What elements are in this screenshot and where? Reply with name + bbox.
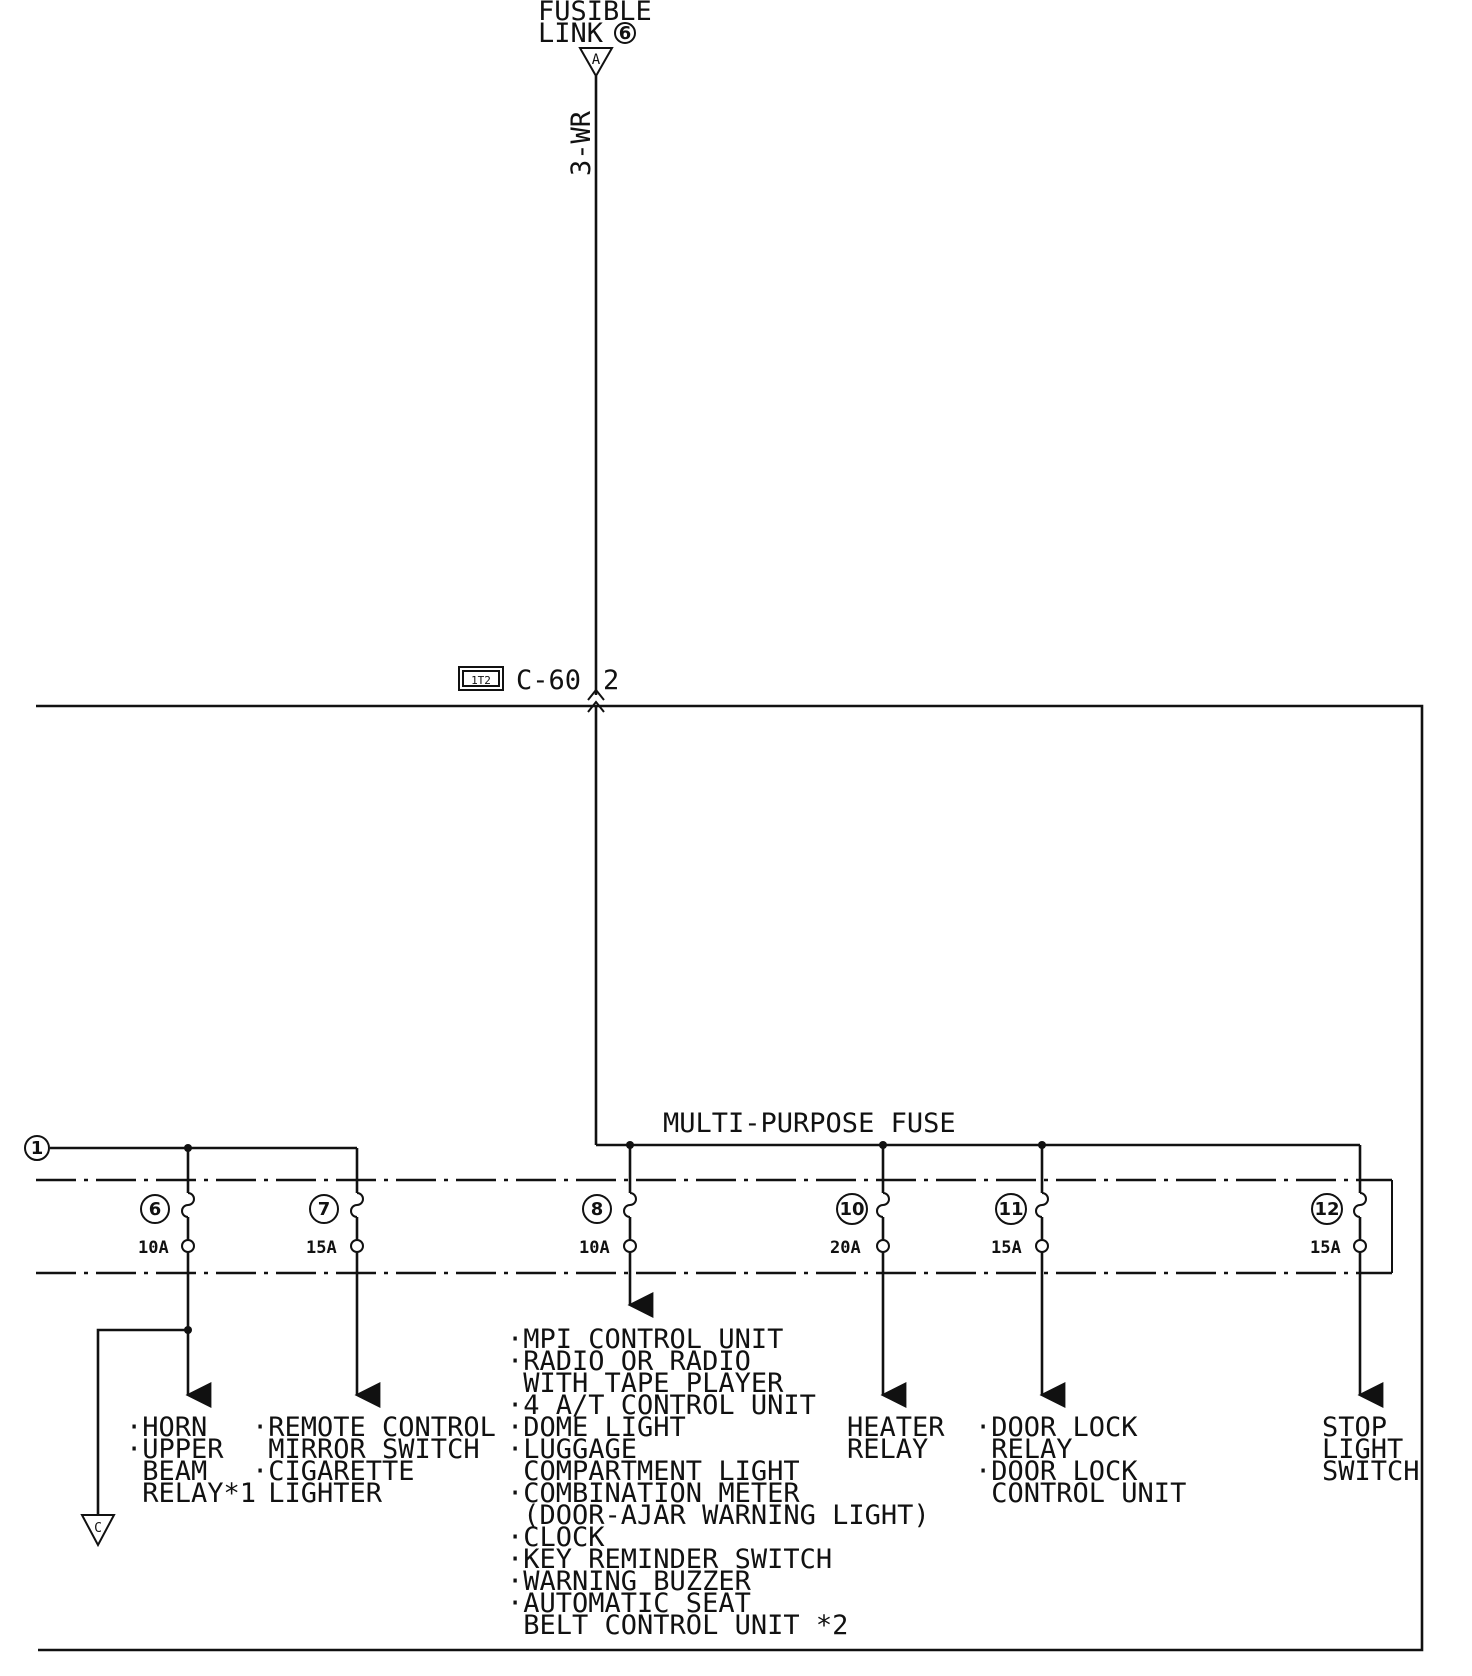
svg-text:1T2: 1T2 bbox=[471, 674, 491, 687]
svg-text:STOP: STOP bbox=[1322, 1412, 1387, 1443]
svg-text:CONTROL UNIT: CONTROL UNIT bbox=[975, 1478, 1186, 1509]
connector-icon: 1T2 bbox=[458, 666, 504, 691]
svg-text:MIRROR SWITCH: MIRROR SWITCH bbox=[252, 1434, 480, 1465]
svg-text:C: C bbox=[94, 1521, 102, 1536]
wire-code-label: 3-WR bbox=[566, 110, 597, 176]
svg-text:RELAY: RELAY bbox=[975, 1434, 1073, 1465]
svg-text:RELAY*1: RELAY*1 bbox=[126, 1478, 256, 1509]
svg-text:·AUTOMATIC SEAT: ·AUTOMATIC SEAT bbox=[507, 1588, 751, 1619]
svg-text:10A: 10A bbox=[138, 1238, 169, 1258]
fusible-link-label-2: LINK bbox=[538, 18, 604, 49]
svg-text:·DOME LIGHT: ·DOME LIGHT bbox=[507, 1412, 686, 1443]
svg-text:COMPARTMENT LIGHT: COMPARTMENT LIGHT bbox=[507, 1456, 800, 1487]
svg-text:·COMBINATION METER: ·COMBINATION METER bbox=[507, 1478, 800, 1509]
fuse-6: 6 10A bbox=[138, 1148, 212, 1408]
fuse-7: 7 15A bbox=[306, 1148, 381, 1408]
svg-text:20A: 20A bbox=[830, 1238, 861, 1258]
svg-text:BELT CONTROL UNIT *2: BELT CONTROL UNIT *2 bbox=[507, 1610, 848, 1641]
svg-text:6: 6 bbox=[149, 1199, 162, 1220]
svg-text:11: 11 bbox=[998, 1199, 1023, 1220]
svg-text:·MPI CONTROL UNIT: ·MPI CONTROL UNIT bbox=[507, 1324, 783, 1355]
connector-pin: 2 bbox=[603, 665, 619, 696]
svg-text:LIGHT: LIGHT bbox=[1322, 1434, 1403, 1465]
svg-text:(DOOR-AJAR WARNING LIGHT): (DOOR-AJAR WARNING LIGHT) bbox=[507, 1500, 930, 1531]
fuse-12: 12 15A bbox=[1310, 1145, 1384, 1408]
svg-text:·HORN: ·HORN bbox=[126, 1412, 207, 1443]
svg-text:15A: 15A bbox=[1310, 1238, 1341, 1258]
fuse-11: 11 15A bbox=[991, 1145, 1066, 1408]
svg-text:·LUGGAGE: ·LUGGAGE bbox=[507, 1434, 637, 1465]
svg-text:LIGHTER: LIGHTER bbox=[252, 1478, 383, 1509]
svg-text:10A: 10A bbox=[579, 1238, 610, 1258]
svg-text:12: 12 bbox=[1314, 1199, 1339, 1220]
svg-text:SWITCH: SWITCH bbox=[1322, 1456, 1420, 1487]
svg-text:BEAM: BEAM bbox=[126, 1456, 207, 1487]
svg-text:HEATER: HEATER bbox=[847, 1412, 945, 1443]
fusible-link-number-badge: 6 bbox=[614, 22, 636, 44]
ground-branch-wire bbox=[96, 1328, 188, 1515]
svg-text:·CLOCK: ·CLOCK bbox=[507, 1522, 605, 1553]
fusible-link-label-1: FUSIBLE bbox=[538, 0, 652, 27]
svg-text:·DOOR LOCK: ·DOOR LOCK bbox=[975, 1412, 1138, 1443]
loads-fuse-8: ·MPI CONTROL UNIT ·RADIO OR RADIO WITH T… bbox=[507, 1324, 930, 1641]
svg-text:·4 A/T CONTROL UNIT: ·4 A/T CONTROL UNIT bbox=[507, 1390, 816, 1421]
svg-text:RELAY: RELAY bbox=[847, 1434, 928, 1465]
loads-fuse-10: HEATER RELAY bbox=[847, 1412, 945, 1465]
svg-text:WITH TAPE PLAYER: WITH TAPE PLAYER bbox=[507, 1368, 784, 1399]
svg-text:6: 6 bbox=[619, 23, 632, 44]
ref-1-badge: 1 bbox=[24, 1135, 50, 1161]
outer-loop-wire bbox=[36, 704, 1424, 1652]
svg-text:1: 1 bbox=[31, 1138, 44, 1159]
connector-mark bbox=[587, 688, 605, 713]
svg-text:·WARNING BUZZER: ·WARNING BUZZER bbox=[507, 1566, 752, 1597]
fuse-8: 8 10A bbox=[579, 1145, 654, 1318]
ground-c-triangle: C bbox=[80, 1514, 116, 1548]
svg-text:7: 7 bbox=[318, 1199, 331, 1220]
svg-text:A: A bbox=[592, 52, 601, 68]
connector-a-triangle: A bbox=[578, 47, 614, 79]
svg-text:8: 8 bbox=[591, 1199, 604, 1220]
loads-fuse-6: ·HORN ·UPPER BEAM RELAY*1 bbox=[126, 1412, 256, 1509]
loads-fuse-11: ·DOOR LOCK RELAY ·DOOR LOCK CONTROL UNIT bbox=[975, 1412, 1186, 1509]
connector-name: C-60 bbox=[516, 665, 581, 696]
section-label: MULTI-PURPOSE FUSE bbox=[663, 1108, 956, 1139]
svg-text:·DOOR LOCK: ·DOOR LOCK bbox=[975, 1456, 1138, 1487]
svg-text:·UPPER: ·UPPER bbox=[126, 1434, 224, 1465]
svg-text:·REMOTE CONTROL: ·REMOTE CONTROL bbox=[252, 1412, 496, 1443]
loads-fuse-12: STOP LIGHT SWITCH bbox=[1322, 1412, 1420, 1487]
fuse-10: 10 20A bbox=[830, 1145, 907, 1408]
svg-text:15A: 15A bbox=[306, 1238, 337, 1258]
svg-text:·CIGARETTE: ·CIGARETTE bbox=[252, 1456, 415, 1487]
svg-text:15A: 15A bbox=[991, 1238, 1022, 1258]
loads-fuse-7: ·REMOTE CONTROL MIRROR SWITCH ·CIGARETTE… bbox=[252, 1412, 496, 1509]
svg-text:·KEY REMINDER SWITCH: ·KEY REMINDER SWITCH bbox=[507, 1544, 832, 1575]
svg-text:·RADIO OR RADIO: ·RADIO OR RADIO bbox=[507, 1346, 751, 1377]
svg-text:10: 10 bbox=[839, 1199, 864, 1220]
